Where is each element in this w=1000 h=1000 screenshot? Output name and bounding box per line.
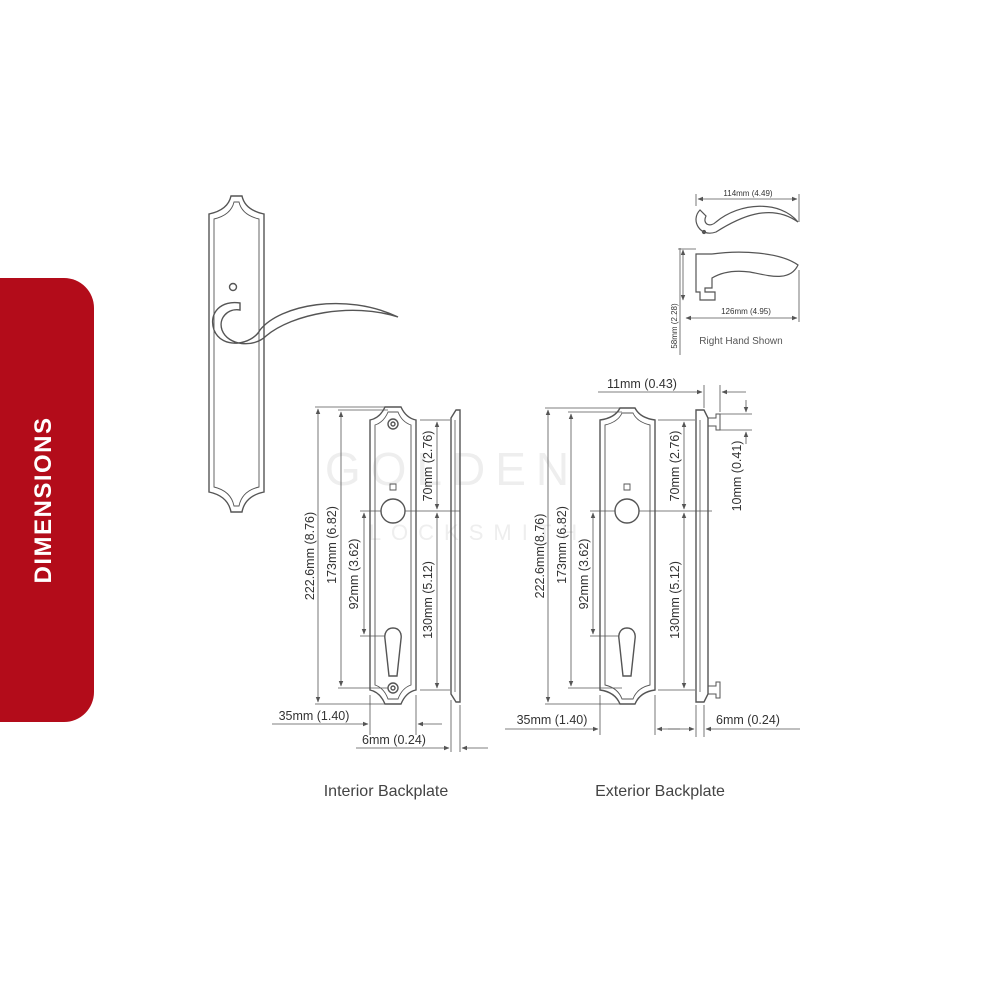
interior-small-hole — [389, 483, 397, 491]
exterior-cylinder-cutout — [618, 627, 636, 677]
lever-length-label: 126mm (4.95) — [721, 307, 771, 316]
exterior-backplate — [599, 407, 721, 705]
exterior-bottom-stud — [707, 681, 721, 699]
exterior-small-hole — [623, 483, 631, 491]
exterior-top-to-lever: 70mm (2.76) — [668, 431, 682, 502]
exterior-edge-view — [695, 409, 709, 703]
watermark-line-2: LOCKSMITH — [369, 520, 587, 545]
perspective-view — [208, 195, 399, 513]
interior-top-screw — [387, 418, 399, 430]
lever-top-outline — [695, 205, 799, 234]
exterior-dimension-lines — [505, 385, 800, 737]
perspective-screw-hole — [228, 282, 238, 292]
exterior-stud-height: 10mm (0.41) — [730, 441, 744, 512]
perspective-backplate — [208, 195, 265, 513]
exterior-width: 35mm (1.40) — [517, 713, 588, 727]
perspective-lever — [211, 301, 399, 345]
exterior-thickness: 6mm (0.24) — [716, 713, 780, 727]
lever-side-view — [678, 248, 800, 355]
exterior-overall-height: 222.6mm(8.76) — [533, 514, 547, 599]
interior-backplate — [369, 406, 461, 705]
interior-lever-to-bottom: 130mm (5.12) — [421, 561, 435, 639]
interior-plate-outline — [369, 406, 417, 705]
interior-edge-view — [450, 409, 461, 703]
interior-lever-to-cylinder: 92mm (3.62) — [347, 539, 361, 610]
lever-side-outline — [695, 251, 799, 301]
interior-dimension-lines — [272, 406, 488, 752]
lever-top-view — [695, 194, 800, 235]
interior-thickness: 6mm (0.24) — [362, 733, 426, 747]
exterior-lever-to-bottom: 130mm (5.12) — [668, 561, 682, 639]
exterior-top-stud — [707, 413, 721, 431]
interior-top-to-lever: 70mm (2.76) — [421, 431, 435, 502]
exterior-caption: Exterior Backplate — [595, 783, 725, 800]
exterior-plate-outline — [599, 407, 656, 705]
interior-caption: Interior Backplate — [324, 783, 449, 800]
interior-bottom-screw — [387, 682, 399, 694]
dimensions-tab — [0, 278, 94, 722]
interior-hole-span: 173mm (6.82) — [325, 506, 339, 584]
watermark-line-1: GOLDEN — [325, 443, 579, 495]
exterior-stud-spacing: 11mm (0.43) — [607, 377, 677, 391]
right-hand-note: Right Hand Shown — [699, 336, 782, 347]
exterior-lever-to-cylinder: 92mm (3.62) — [577, 539, 591, 610]
exterior-hole-span: 173mm (6.82) — [555, 506, 569, 584]
lever-width-label: 114mm (4.49) — [723, 189, 773, 198]
interior-width: 35mm (1.40) — [279, 709, 350, 723]
interior-overall-height: 222.6mm (8.76) — [303, 512, 317, 600]
exterior-lever-hole — [614, 498, 640, 524]
interior-cylinder-cutout — [384, 627, 402, 677]
lever-height-label: 58mm (2.28) — [670, 303, 679, 349]
